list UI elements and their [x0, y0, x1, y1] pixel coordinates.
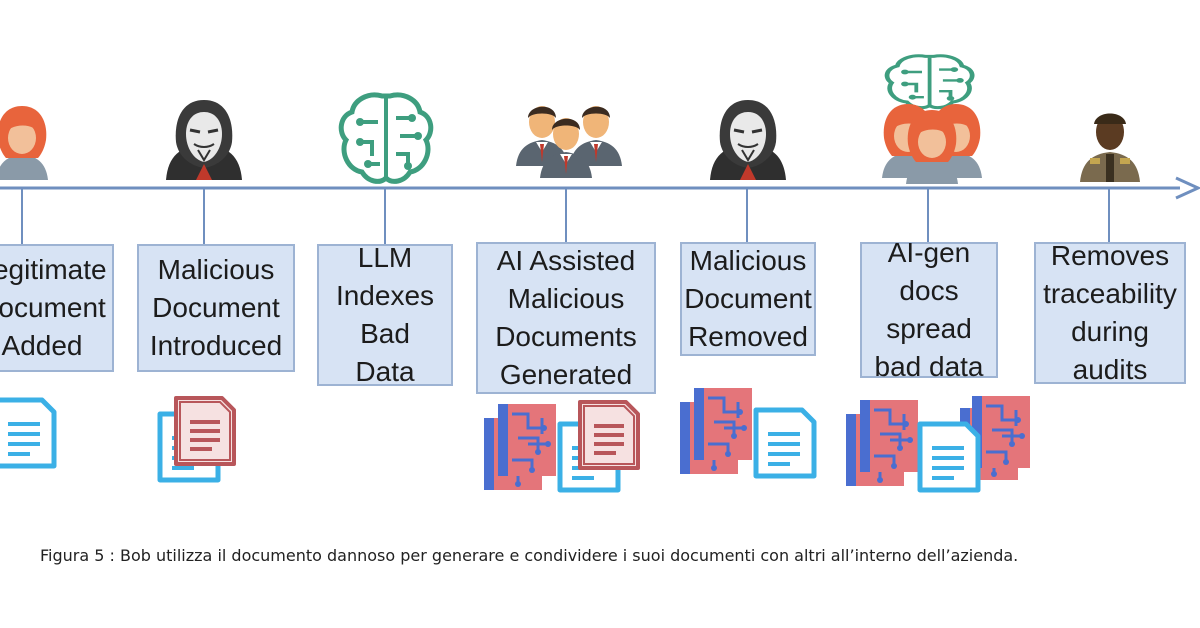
- hacker-icon: [164, 98, 244, 182]
- ai-brain-icon: [341, 95, 431, 181]
- step-box-removes-traceability: Removes traceability during audits: [1034, 240, 1186, 385]
- malicious-document-icon: [160, 396, 236, 480]
- hacker-icon: [708, 98, 788, 182]
- step-label: Malicious Document Introduced: [149, 254, 283, 361]
- step-box-legitimate: Legitimate Document Added: [0, 244, 114, 372]
- step-label: LLM Indexes Bad Data: [335, 242, 435, 387]
- woman-icon: [0, 106, 48, 180]
- team-icon: [516, 106, 622, 178]
- security-guard-icon: [1080, 113, 1140, 182]
- step-label: Legitimate Document Added: [0, 254, 107, 361]
- document-icon: [0, 400, 54, 466]
- timeline-connectors: [21, 188, 1110, 244]
- ai-documents-icon: [844, 394, 1032, 490]
- step-box-llm-indexes: LLM Indexes Bad Data: [317, 242, 453, 387]
- step-label: AI Assisted Malicious Documents Generate…: [495, 245, 637, 390]
- group-with-ai-icon: [882, 56, 982, 184]
- step-box-malicious-introduced: Malicious Document Introduced: [137, 244, 295, 372]
- ai-documents-icon: [678, 386, 814, 476]
- step-label: AI-gen docs spread bad data: [874, 237, 984, 382]
- step-label: Removes traceability during audits: [1043, 240, 1177, 385]
- figure-caption: Figura 5 : Bob utilizza il documento dan…: [40, 546, 1019, 565]
- step-box-docs-spread: AI-gen docs spread bad data: [860, 237, 998, 382]
- timeline-arrowhead: [1175, 176, 1200, 200]
- step-label: Malicious Document Removed: [684, 245, 812, 352]
- step-box-ai-generated: AI Assisted Malicious Documents Generate…: [476, 242, 656, 394]
- step-box-malicious-removed: Malicious Document Removed: [680, 242, 816, 356]
- ai-documents-icon: [482, 400, 640, 490]
